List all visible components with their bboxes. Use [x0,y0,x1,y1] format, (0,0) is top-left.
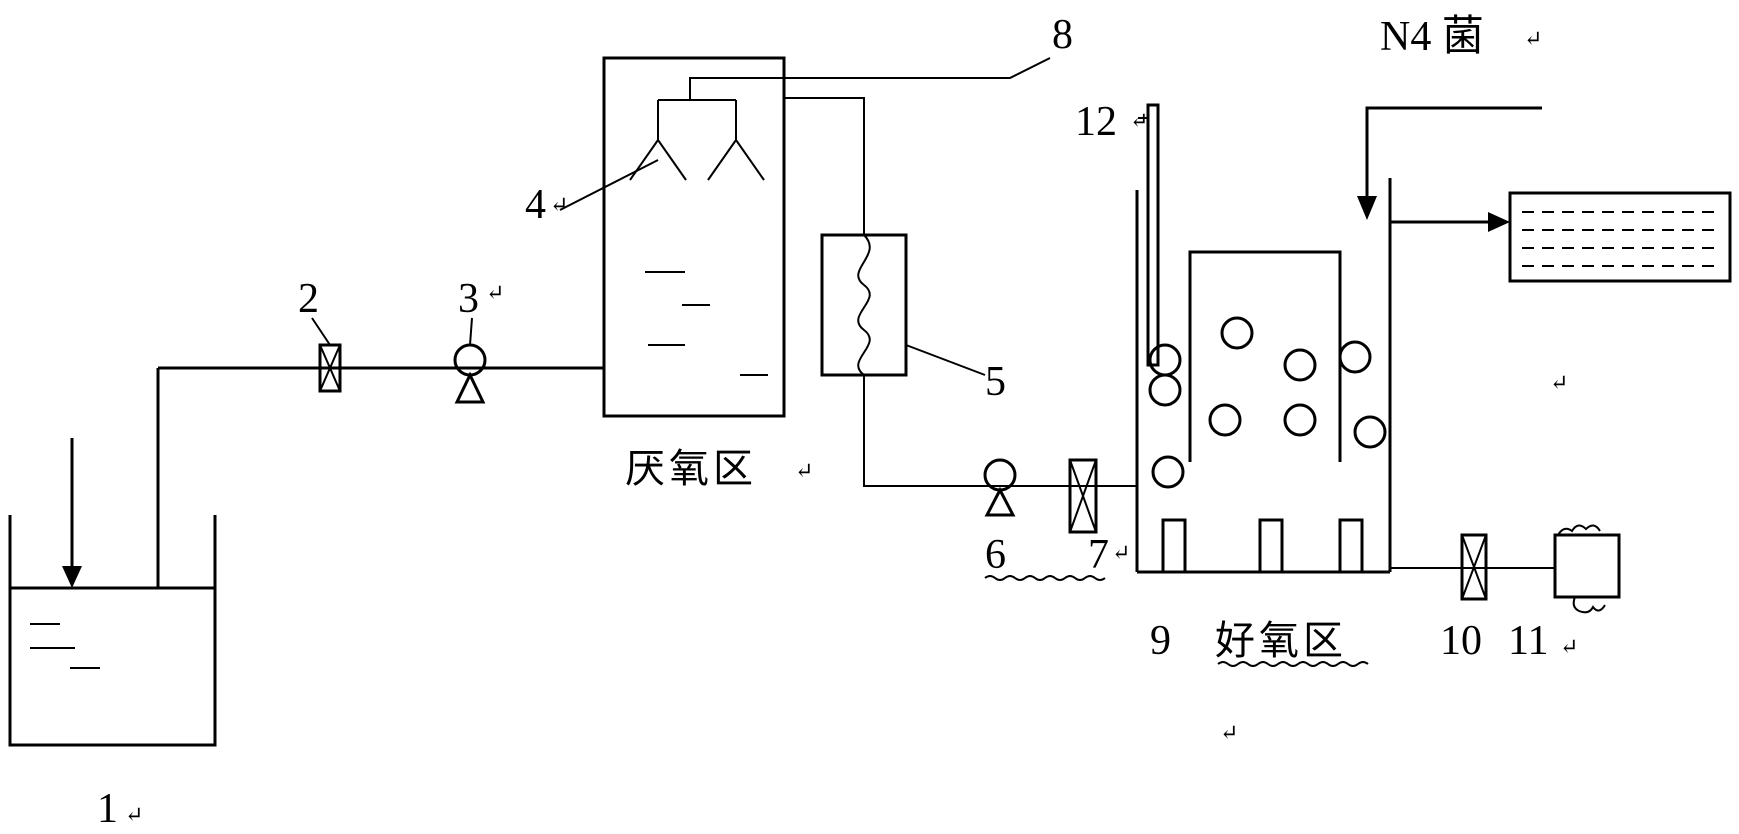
return-mark: ↵ [1560,634,1578,659]
gas-collector-4 [629,80,765,181]
label-7: 7 [1088,532,1109,578]
gas-pipe-8 [689,57,1051,80]
label-8: 8 [1052,12,1073,58]
label-3: 3 [458,276,479,322]
leader-5 [905,344,986,376]
pipe-to-heat-exchanger [784,97,865,235]
label-11: 11 [1508,618,1548,664]
label-4: 4 [525,182,546,228]
effluent-pipe [1390,212,1510,232]
label-10: 10 [1440,618,1482,664]
pump-6 [983,458,1017,517]
aerators-9 [1161,518,1364,574]
underline-6-7 [984,575,1106,581]
return-mark: ↵ [1220,720,1238,745]
return-mark: ↵ [550,192,568,217]
air-bubbles [1148,316,1387,489]
label-12: 12 [1075,99,1117,145]
label-9: 9 [1150,618,1171,664]
label-bacteria: N4 菌 [1380,14,1484,60]
return-mark: ↵ [486,280,504,305]
label-1: 1 [97,786,118,832]
bacteria-dosing-arrow [1357,106,1542,220]
underline-aerobic [1217,661,1369,667]
label-6: 6 [985,532,1006,578]
effluent-tank [1508,191,1732,283]
feed-tank [8,515,217,747]
return-mark: ↵ [125,802,143,827]
return-mark: ↵ [1550,370,1568,395]
anaerobic-reactor [602,56,786,418]
aerobic-reactor [1135,178,1392,574]
return-mark: ↵ [1130,108,1148,133]
label-2: 2 [298,276,319,322]
valve-7 [1068,458,1098,534]
label-anaerobic-zone: 厌氧区 [625,446,757,491]
probe-12 [1146,103,1160,367]
return-mark: ↵ [1112,540,1130,565]
return-mark: ↵ [795,458,813,483]
pump-3 [453,343,487,404]
leader-3 [469,317,473,346]
return-mark: ↵ [1524,26,1542,51]
label-5: 5 [985,359,1006,405]
pipe-to-aerobic [863,375,1137,487]
valve-10 [1460,533,1488,601]
heat-exchanger-5 [820,233,908,377]
leader-2 [311,317,331,346]
compressor-11 [1553,524,1621,614]
leader-4 [559,159,659,211]
label-aerobic-zone: 好氧区 [1215,618,1347,663]
inlet-arrow [62,438,82,588]
